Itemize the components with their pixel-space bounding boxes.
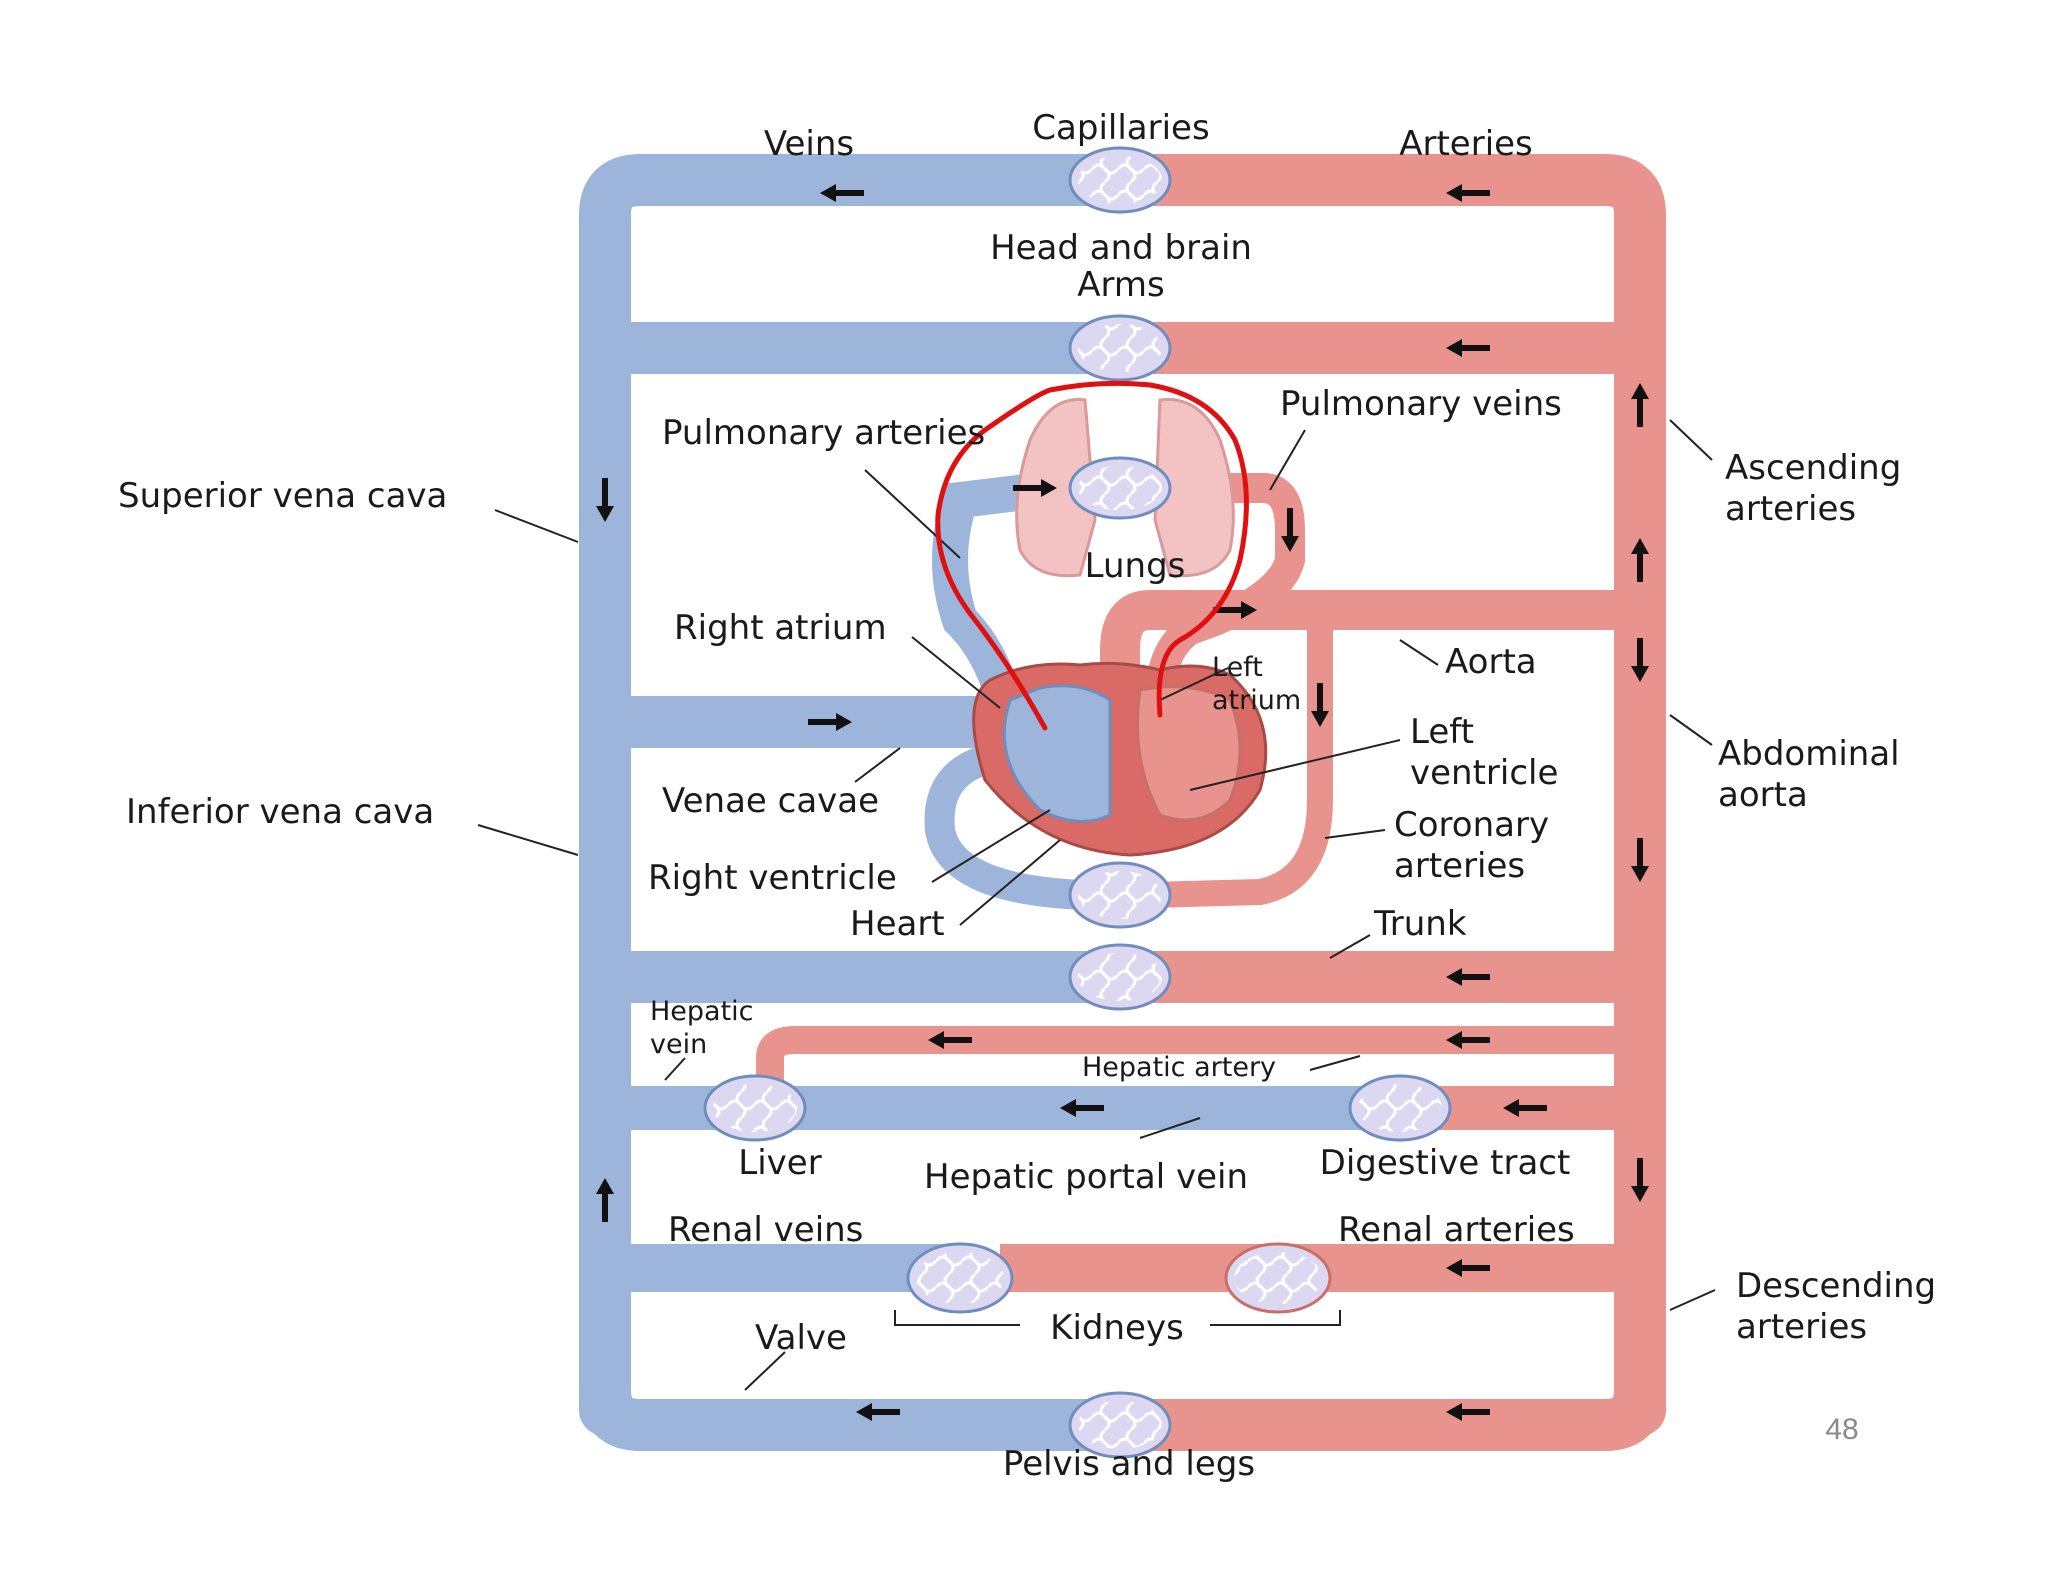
right-lung: [1153, 398, 1235, 578]
capillary-bed-lungs-texture: [1078, 466, 1162, 510]
label-venae-cavae: Venae cavae: [662, 781, 880, 821]
arrow-venae-cavae: [808, 713, 852, 731]
capillary-bed-coronary-texture: [1078, 871, 1162, 919]
label-head-and-brain: Head and brain: [990, 228, 1252, 268]
arrow-hepatic-artery-1: [928, 1031, 972, 1049]
arrow-digestive: [1503, 1099, 1547, 1117]
arrow-pelvis-vein: [856, 1403, 900, 1421]
label-pulmonary-arteries: Pulmonary arteries: [662, 413, 986, 453]
label-trunk: Trunk: [1374, 904, 1467, 944]
label-left-ventricle: Left ventricle: [1410, 712, 1559, 794]
label-descending-arteries: Descending arteries: [1736, 1266, 1937, 1348]
label-pulmonary-veins: Pulmonary veins: [1280, 384, 1562, 424]
artery-main-column: [1124, 154, 1666, 1436]
arrow-veins-top: [820, 184, 864, 202]
label-hepatic-vein: Hepatic vein: [650, 996, 754, 1060]
arrow-arteries-top: [1446, 184, 1490, 202]
arrow-inferior-vena-cava: [596, 1178, 614, 1222]
flow-arrows: [596, 184, 1649, 1421]
arrow-pelvis-artery: [1446, 1403, 1490, 1421]
label-lungs: Lungs: [1084, 546, 1186, 586]
label-right-ventricle: Right ventricle: [648, 858, 897, 898]
arrow-hepatic-portal: [1060, 1099, 1104, 1117]
capillary-bed-digestive-texture: [1358, 1084, 1442, 1132]
label-abdominal-aorta: Abdominal aorta: [1718, 734, 1900, 816]
label-aorta: Aorta: [1445, 642, 1537, 682]
capillary-beds: [703, 146, 1452, 1459]
artery-coronary: [1137, 597, 1333, 908]
arrow-ascending-2: [1631, 538, 1649, 582]
capillary-bed-kidney-right-texture: [1234, 1252, 1322, 1304]
arrow-aorta: [1213, 601, 1257, 619]
heart: [972, 661, 1268, 857]
artery-bottom-supply: [1124, 1364, 1666, 1451]
label-ascending-arteries: Ascending arteries: [1725, 448, 1902, 530]
artery-aorta-arch: [1100, 590, 1660, 740]
capillary-bed-arms-texture: [1078, 324, 1162, 372]
label-kidneys: Kidneys: [1050, 1308, 1184, 1348]
capillary-bed-pelvis-texture: [1078, 1401, 1162, 1449]
arrow-trunk-artery: [1446, 968, 1490, 986]
coronary-vein-loop: [924, 745, 1100, 910]
label-hepatic-portal-vein: Hepatic portal vein: [924, 1157, 1248, 1197]
capillary-bed-trunk-texture: [1078, 953, 1162, 1001]
label-liver: Liver: [738, 1143, 822, 1183]
arrow-pulmonary-artery: [1013, 479, 1057, 497]
arrow-superior-vena-cava: [596, 478, 614, 522]
vein-network: [579, 154, 1370, 1451]
arrow-descending: [1631, 1158, 1649, 1202]
arrow-abdominal-1: [1631, 638, 1649, 682]
label-arteries: Arteries: [1399, 124, 1533, 164]
capillary-bed-kidney-left-texture: [916, 1252, 1004, 1304]
arrow-pulmonary-vein: [1281, 508, 1299, 552]
label-renal-veins: Renal veins: [668, 1210, 864, 1250]
red-annotation-curve: [935, 380, 1249, 731]
arrow-renal-artery: [1446, 1259, 1490, 1277]
right-heart-chamber: [1002, 684, 1112, 823]
label-hepatic-artery: Hepatic artery: [1082, 1052, 1277, 1083]
arrow-ascending-1: [1631, 383, 1649, 427]
vein-main-column: [579, 154, 1116, 1436]
label-heart: Heart: [850, 904, 945, 944]
label-digestive-tract: Digestive tract: [1319, 1143, 1571, 1183]
artery-hepatic: [756, 1026, 1640, 1085]
label-capillaries: Capillaries: [1032, 108, 1210, 148]
label-superior-vena-cava: Superior vena cava: [118, 476, 448, 516]
label-renal-arteries: Renal arteries: [1338, 1210, 1575, 1250]
arrow-coronary: [1311, 683, 1329, 727]
label-coronary-arteries: Coronary arteries: [1394, 805, 1550, 887]
capillary-bed-head-texture: [1078, 156, 1162, 204]
label-veins: Veins: [763, 124, 855, 164]
label-valve: Valve: [755, 1318, 847, 1358]
arrow-arms-artery: [1446, 339, 1490, 357]
label-right-atrium: Right atrium: [674, 608, 887, 648]
slide-number: 48: [1825, 1413, 1859, 1446]
label-left-atrium: Left atrium: [1212, 652, 1302, 716]
arrow-hepatic-artery-2: [1446, 1031, 1490, 1049]
label-arms: Arms: [1077, 265, 1165, 305]
left-heart-chamber: [1136, 685, 1242, 822]
label-inferior-vena-cava: Inferior vena cava: [126, 792, 435, 832]
label-pelvis-and-legs: Pelvis and legs: [1002, 1444, 1256, 1484]
vein-bottom-return: [579, 1364, 1116, 1451]
capillary-bed-liver-texture: [713, 1084, 797, 1132]
leader-lines: [477, 419, 1716, 1391]
arrow-abdominal-2: [1631, 838, 1649, 882]
